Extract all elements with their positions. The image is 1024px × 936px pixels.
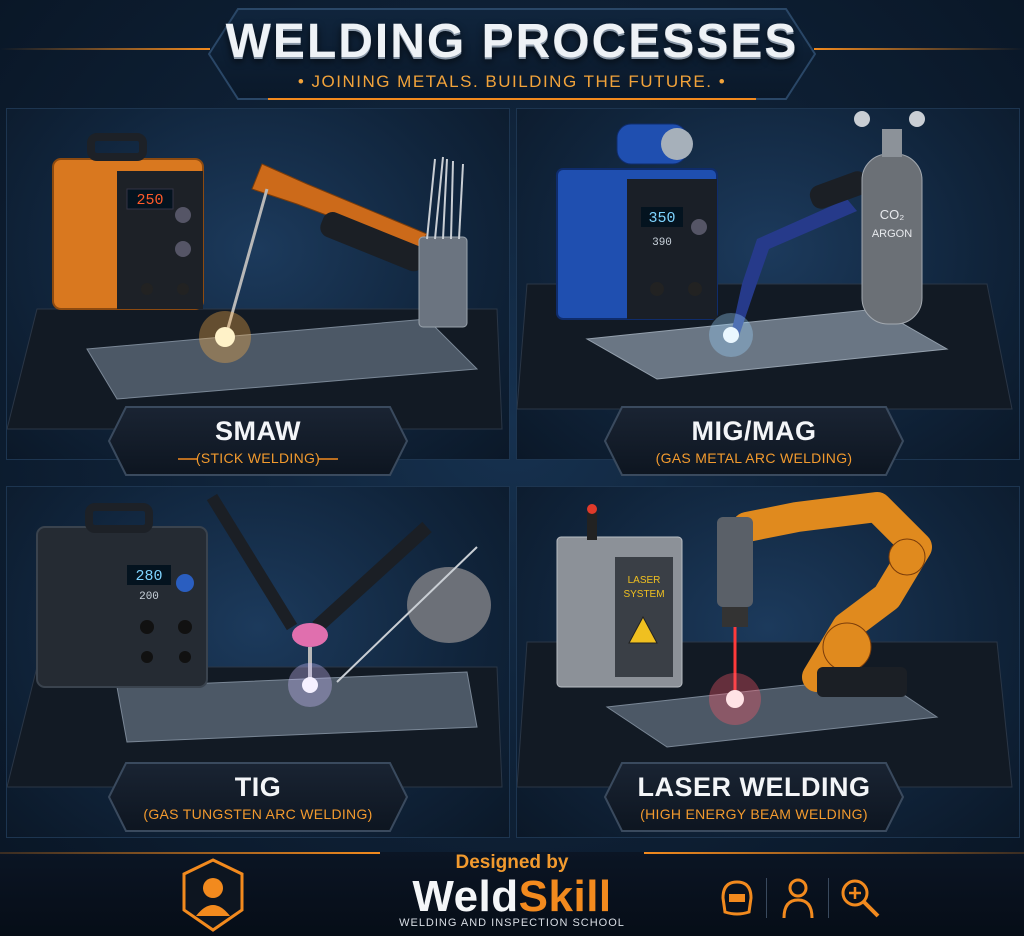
mig-display: 350 xyxy=(648,210,675,227)
panel-laser: LASER SYSTEM xyxy=(516,486,1020,838)
laser-subtitle: (HIGH ENERGY BEAM WELDING) xyxy=(640,806,868,822)
smaw-scene: 250 xyxy=(7,133,503,430)
robot-arm xyxy=(732,492,932,697)
panel-smaw: 250 xyxy=(6,108,510,460)
smaw-display: 250 xyxy=(136,192,163,209)
welder-glove xyxy=(407,567,491,643)
smaw-machine xyxy=(52,133,204,310)
icon-divider-2 xyxy=(828,878,829,918)
tig-label-box xyxy=(108,762,408,832)
mig-display-2: 390 xyxy=(652,237,672,249)
laser-cabinet: LASER SYSTEM xyxy=(556,504,683,688)
tig-machine xyxy=(36,503,208,688)
designed-by-text: Designed by xyxy=(455,852,569,873)
laser-cabinet-label-2: SYSTEM xyxy=(623,589,664,600)
school-name: WELDING AND INSPECTION SCHOOL xyxy=(399,917,625,929)
laser-scene: LASER SYSTEM xyxy=(517,492,1013,788)
footer-line-left xyxy=(0,852,380,854)
tig-label-frame xyxy=(108,762,408,832)
panel-mig-mag: 350 390 CO₂ ARGON xyxy=(516,108,1020,460)
mig-scene: 350 390 CO₂ ARGON xyxy=(517,111,1013,410)
tig-scene: 280 200 xyxy=(7,493,503,788)
tig-torch xyxy=(206,493,432,682)
mig-label-box xyxy=(604,406,904,476)
header-line-right xyxy=(814,48,1024,50)
laser-title: LASER WELDING xyxy=(637,772,871,802)
laser-cabinet-label-1: LASER xyxy=(628,575,661,586)
cylinder-label-co2: CO₂ xyxy=(880,207,905,222)
smaw-title: SMAW xyxy=(215,416,301,446)
smaw-subtitle: (STICK WELDING) xyxy=(195,450,321,466)
welder-badge-icon xyxy=(182,858,244,932)
page-title: WELDING PROCESSES xyxy=(225,15,799,68)
mig-subtitle: (GAS METAL ARC WELDING) xyxy=(655,450,853,466)
welder-icon xyxy=(782,878,814,919)
panel-tig: 280 200 xyxy=(6,486,510,838)
footer-line-right xyxy=(644,852,1024,854)
smaw-label-box xyxy=(108,406,408,476)
laser-head xyxy=(717,517,753,697)
tig-subtitle: (GAS TUNGSTEN ARC WELDING) xyxy=(143,806,373,822)
laser-label-frame xyxy=(604,762,904,832)
magnifier-icon xyxy=(841,879,880,918)
title-banner xyxy=(208,8,816,100)
tig-display-2: 200 xyxy=(139,591,159,603)
mig-machine xyxy=(556,123,718,320)
brand-skill: Skill xyxy=(518,872,612,921)
laser-label-box xyxy=(604,762,904,832)
brand-weld: Weld xyxy=(412,872,519,921)
icon-divider-1 xyxy=(766,878,767,918)
mig-torch xyxy=(731,171,869,336)
tig-title: TIG xyxy=(234,772,282,802)
gas-cylinder: CO₂ ARGON xyxy=(854,111,925,325)
page-subtitle: • JOINING METALS. BUILDING THE FUTURE. • xyxy=(297,72,727,91)
helmet-icon xyxy=(721,880,753,916)
stick-electrode-holder xyxy=(223,163,428,340)
cylinder-label-argon: ARGON xyxy=(872,228,912,240)
brand-logo: WeldSkill xyxy=(0,872,1024,922)
tig-display: 280 xyxy=(135,568,162,585)
page-subtitle-text: JOINING METALS. BUILDING THE FUTURE. xyxy=(311,72,713,91)
mig-title: MIG/MAG xyxy=(691,416,817,446)
smaw-label-frame xyxy=(108,406,408,476)
title-banner-frame xyxy=(208,8,816,100)
electrode-cup xyxy=(418,156,468,328)
header-line-left xyxy=(0,48,210,50)
mig-label-frame xyxy=(604,406,904,476)
